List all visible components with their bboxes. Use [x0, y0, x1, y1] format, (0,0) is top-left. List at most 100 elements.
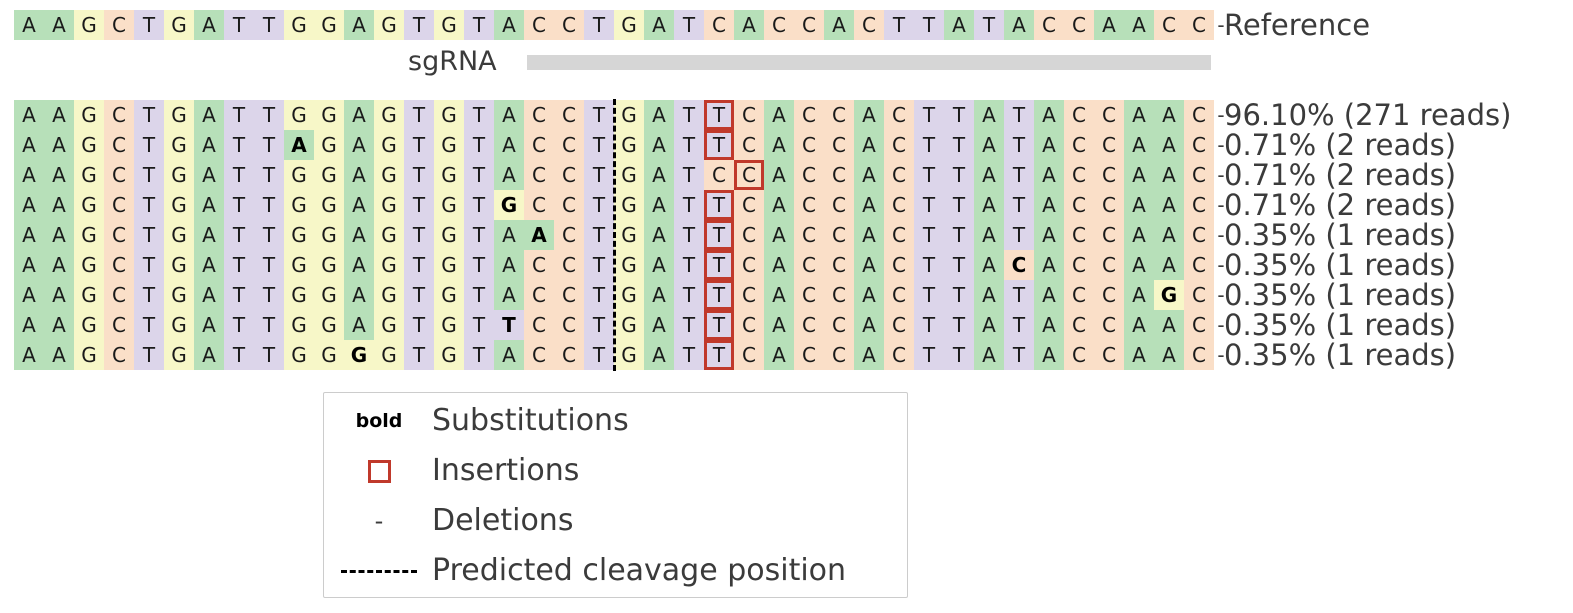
allele-base: T [404, 310, 434, 340]
allele-base: A [344, 160, 374, 190]
allele-base: G [314, 220, 344, 250]
allele-base: A [494, 160, 524, 190]
allele-base: C [524, 280, 554, 310]
allele-base: G [74, 250, 104, 280]
allele-base: G [374, 100, 404, 130]
allele-base: A [14, 310, 44, 340]
allele-base: G [74, 340, 104, 370]
allele-base: G [494, 190, 524, 220]
allele-base: T [404, 220, 434, 250]
allele-base: A [854, 130, 884, 160]
allele-base: T [914, 100, 944, 130]
deletion-dash: - [1217, 283, 1225, 307]
allele-base: C [104, 250, 134, 280]
allele-base: C [1184, 220, 1214, 250]
allele-base: A [44, 340, 74, 370]
reference-base: T [464, 10, 494, 40]
allele-base: T [1004, 220, 1034, 250]
allele-base: G [284, 310, 314, 340]
allele-base: T [584, 190, 614, 220]
allele-frequency-label: 0.35% (1 reads) [1224, 248, 1457, 282]
allele-base: G [314, 280, 344, 310]
allele-base: T [404, 100, 434, 130]
deletion-dash: - [1217, 313, 1225, 337]
allele-base: C [1094, 190, 1124, 220]
allele-frequency-label: 0.35% (1 reads) [1224, 338, 1457, 372]
allele-base: T [134, 130, 164, 160]
allele-base: T [944, 130, 974, 160]
legend-label: Predicted cleavage position [432, 553, 847, 588]
allele-base: C [104, 310, 134, 340]
allele-base: A [1034, 160, 1064, 190]
allele-base: C [794, 130, 824, 160]
allele-base: A [524, 220, 554, 250]
legend-item: Insertions [324, 446, 909, 496]
allele-base: C [1094, 310, 1124, 340]
allele-base: C [1094, 280, 1124, 310]
allele-base: A [44, 280, 74, 310]
allele-base: C [524, 310, 554, 340]
allele-base: T [1004, 340, 1034, 370]
reference-base: A [1124, 10, 1154, 40]
allele-base: G [284, 280, 314, 310]
allele-base: A [854, 160, 884, 190]
allele-base: A [1124, 190, 1154, 220]
allele-base: C [1064, 310, 1094, 340]
reference-base: A [44, 10, 74, 40]
allele-base: C [1064, 340, 1094, 370]
allele-base: T [914, 160, 944, 190]
allele-base: G [374, 160, 404, 190]
allele-base: G [74, 190, 104, 220]
allele-base: C [524, 130, 554, 160]
allele-base: T [254, 130, 284, 160]
allele-base: C [884, 280, 914, 310]
allele-base: T [224, 310, 254, 340]
allele-base: C [734, 220, 764, 250]
allele-base: G [74, 310, 104, 340]
allele-base: T [944, 160, 974, 190]
allele-base: G [74, 280, 104, 310]
allele-base: T [224, 280, 254, 310]
reference-base: T [224, 10, 254, 40]
reference-base: A [494, 10, 524, 40]
allele-base: C [104, 130, 134, 160]
allele-base: T [584, 160, 614, 190]
allele-base: A [44, 220, 74, 250]
allele-base: A [194, 100, 224, 130]
allele-base: A [344, 100, 374, 130]
allele-base: T [914, 280, 944, 310]
allele-base: C [734, 340, 764, 370]
reference-base: T [404, 10, 434, 40]
allele-base: C [104, 340, 134, 370]
allele-base: T [914, 310, 944, 340]
allele-base: A [1154, 100, 1184, 130]
allele-base: T [944, 340, 974, 370]
allele-base: A [1124, 160, 1154, 190]
allele-base: A [14, 340, 44, 370]
allele-base: A [194, 250, 224, 280]
allele-frequency-label: 0.71% (2 reads) [1224, 158, 1457, 192]
allele-base: A [974, 190, 1004, 220]
allele-base: A [194, 340, 224, 370]
allele-base: T [134, 160, 164, 190]
allele-base: C [104, 190, 134, 220]
allele-base: A [644, 100, 674, 130]
allele-base: A [764, 160, 794, 190]
reference-base: G [374, 10, 404, 40]
allele-base: T [1004, 310, 1034, 340]
deletion-dash: - [1217, 163, 1225, 187]
reference-base: C [1184, 10, 1214, 40]
allele-base: C [524, 250, 554, 280]
allele-frequency-label: 0.35% (1 reads) [1224, 218, 1457, 252]
deletion-dash: - [1217, 253, 1225, 277]
allele-base: C [1184, 190, 1214, 220]
allele-base: C [554, 190, 584, 220]
allele-base: C [1064, 220, 1094, 250]
reference-base: G [164, 10, 194, 40]
allele-base: A [854, 190, 884, 220]
allele-base: A [644, 220, 674, 250]
allele-base: A [194, 280, 224, 310]
allele-base: G [284, 190, 314, 220]
